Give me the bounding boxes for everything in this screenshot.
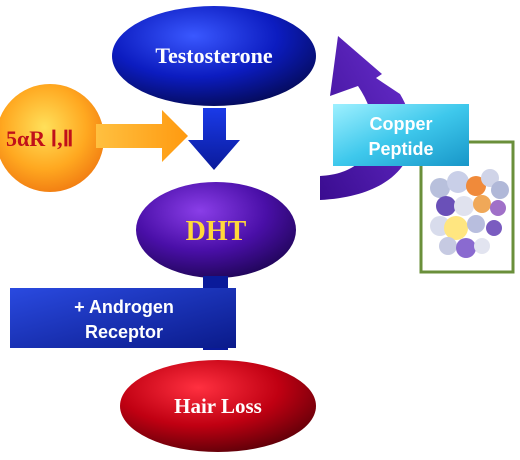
dht-node [136, 182, 296, 278]
enzyme-circle [0, 84, 104, 192]
enzyme-alpha: α [17, 126, 30, 151]
hair-loss-label: Hair Loss [174, 394, 262, 418]
enzyme-suffix: R Ⅰ,Ⅱ [29, 126, 73, 151]
copper-peptide-box [333, 104, 469, 166]
androgen-line1: + Androgen [74, 297, 174, 317]
enzyme-prefix: 5 [6, 126, 17, 151]
testosterone-label: Testosterone [155, 43, 273, 68]
copper-line1: Copper [370, 114, 433, 134]
enzyme-arrow [96, 110, 188, 162]
dht-label: DHT [186, 216, 247, 247]
androgen-receptor-box [10, 288, 236, 348]
hair-loss-node [120, 360, 316, 452]
copper-line2: Peptide [368, 139, 433, 159]
testosterone-node [112, 6, 316, 106]
androgen-line2: Receptor [85, 322, 163, 342]
enzyme-label: 5αR Ⅰ,Ⅱ [6, 126, 74, 151]
down-arrow [188, 108, 240, 170]
